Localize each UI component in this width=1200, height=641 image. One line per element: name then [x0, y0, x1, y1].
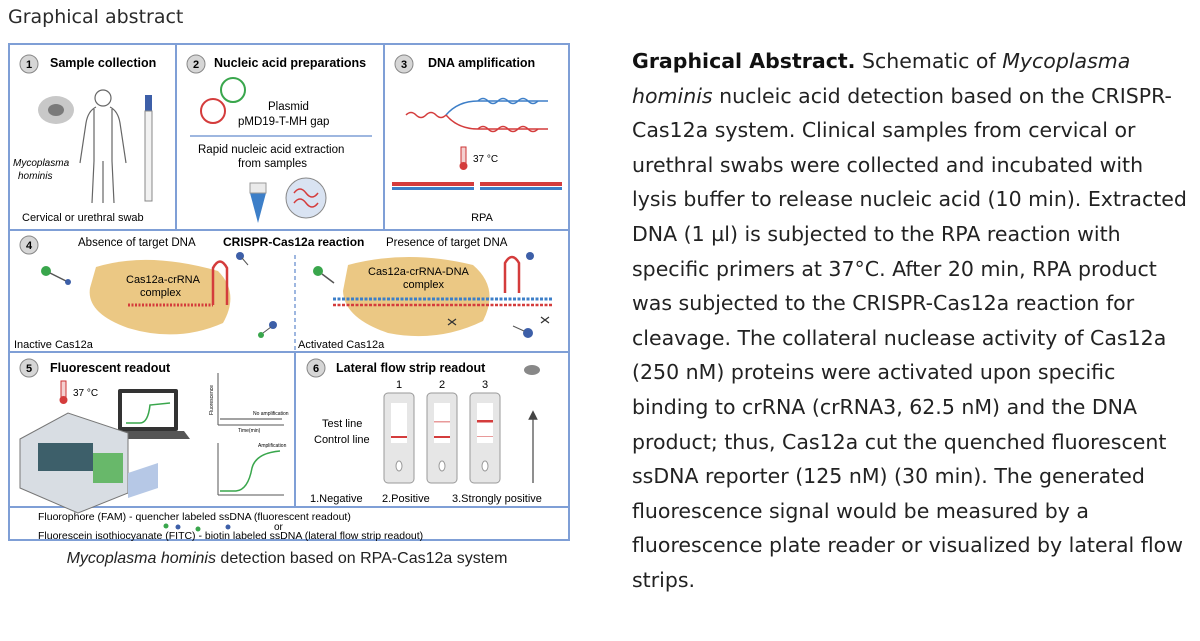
laptop-icon: [106, 389, 190, 439]
result-positive-label: 2.Positive: [382, 493, 430, 505]
strip-strongly-positive: [469, 392, 501, 484]
legend-line-2: Fluorescein isothiocyanate (FITC) - biot…: [38, 530, 423, 542]
panel-6-number: 6: [313, 363, 319, 375]
dna-extract-icon: [285, 177, 327, 219]
complex-a-line2: complex: [140, 287, 181, 299]
eppendorf-tube-icon: [250, 193, 266, 223]
human-body-icon: [79, 89, 127, 204]
panel-1-number: 1: [26, 59, 32, 71]
organism-line2: hominis: [18, 171, 52, 182]
control-line-label: Control line: [314, 434, 370, 446]
cas12a-activated-protein: [343, 257, 490, 337]
panel-2-title: Nucleic acid preparations: [214, 56, 366, 70]
panel-3-number: 3: [401, 59, 407, 71]
legend-or: or: [274, 522, 284, 533]
inactive-cas12a-label: Inactive Cas12a: [14, 339, 94, 351]
panel-dna-amplification: 3 DNA amplification 37 °C RPA: [392, 54, 562, 224]
caption-organism: Mycoplasma hominis: [632, 49, 1131, 108]
legend-line-1: Fluorophore (FAM) - quencher labeled ssD…: [38, 511, 351, 523]
result-negative-label: 1.Negative: [310, 493, 363, 505]
panel-1-title: Sample collection: [50, 56, 156, 70]
organism-line1: Mycoplasma: [13, 158, 70, 169]
fluorescence-plot-amplification: Amplification: [217, 443, 287, 496]
strip-2-number: 2: [439, 379, 445, 391]
caption-label: Graphical Abstract.: [632, 49, 856, 73]
thermometer-icon: [459, 146, 468, 170]
graphical-abstract-figure: 1 Sample collection Mycoplasma hominis C…: [8, 43, 570, 542]
presence-label: Presence of target DNA: [386, 237, 508, 249]
extraction-line2: from samples: [238, 158, 307, 170]
strip-3-number: 3: [482, 379, 488, 391]
complex-a-line1: Cas12a-crRNA: [126, 274, 201, 286]
caption-text-2: nucleic acid detection based on the CRIS…: [632, 83, 1187, 592]
eye-icon: [524, 365, 540, 375]
figure-caption-text: detection based on RPA-Cas12a system: [215, 550, 508, 567]
plate-reader-icon: [19, 412, 158, 514]
amplification-label: Amplification: [258, 443, 287, 449]
strip-1-number: 1: [396, 379, 402, 391]
panel-nucleic-acid-preparations: 2 Nucleic acid preparations Plasmid pMD1…: [186, 54, 372, 223]
reporter-probe-icon: [41, 252, 277, 338]
figure-caption-organism: Mycoplasma hominis: [66, 550, 216, 567]
absence-label: Absence of target DNA: [78, 237, 196, 249]
cleaved-reporter-icon: [313, 252, 550, 338]
amplification-temperature: 37 °C: [473, 154, 498, 165]
rpa-label: RPA: [471, 212, 493, 224]
swab-tube-icon: [144, 95, 153, 202]
swab-label: Cervical or urethral swab: [22, 212, 144, 224]
fluorescence-axis-label: Fluorescence: [209, 385, 215, 415]
rpa-products-icon: [392, 182, 562, 190]
extraction-line1: Rapid nucleic acid extraction: [198, 144, 344, 156]
panel-4-number: 4: [26, 240, 33, 252]
panel-sample-collection: 1 Sample collection Mycoplasma hominis C…: [13, 54, 156, 224]
section-heading: Graphical abstract: [8, 6, 184, 28]
fluorescence-plot-no-amplification: No amplification Time(min) Fluorescence: [209, 373, 289, 434]
complex-b-line1: Cas12a-crRNA-DNA: [368, 266, 470, 278]
panel-3-title: DNA amplification: [428, 56, 535, 70]
panel-5-number: 5: [26, 363, 32, 375]
abstract-caption: Graphical Abstract. Schematic of Mycopla…: [632, 44, 1194, 598]
panel-5-title: Fluorescent readout: [50, 361, 171, 375]
figure-caption: Mycoplasma hominis detection based on RP…: [12, 550, 562, 568]
strip-positive: [426, 392, 458, 484]
thermometer-icon: [59, 380, 68, 404]
readout-temperature: 37 °C: [73, 388, 98, 399]
caption-text-1: Schematic of: [855, 49, 1003, 73]
plasmid-line2: pMD19-T-MH gap: [238, 116, 329, 128]
plasmid-line1: Plasmid: [268, 101, 309, 113]
probe-legend: Fluorophore (FAM) - quencher labeled ssD…: [38, 511, 423, 542]
cas12a-inactive-protein: [89, 259, 231, 335]
test-line-label: Test line: [322, 418, 362, 430]
panel-4-title: CRISPR-Cas12a reaction: [223, 235, 364, 249]
panel-fluorescent-readout: 5 Fluorescent readout 37 °C No amplifica…: [19, 358, 289, 514]
plasmid-icon: [200, 77, 246, 124]
result-strongly-positive-label: 3.Strongly positive: [452, 493, 542, 505]
strip-negative: [383, 392, 415, 484]
dna-strand-icon: [405, 97, 548, 133]
activated-cas12a-label: Activated Cas12a: [298, 339, 385, 351]
panel-2-number: 2: [193, 59, 199, 71]
time-axis-label: Time(min): [238, 428, 261, 434]
scissors-icon: [447, 318, 457, 326]
panel-crispr-cas12a-reaction: 4 Absence of target DNA CRISPR-Cas12a re…: [14, 235, 553, 352]
panel-lateral-flow-strip-readout: 6 Lateral flow strip readout 1 2 3 Test …: [306, 358, 542, 505]
panel-6-title: Lateral flow strip readout: [336, 361, 486, 375]
complex-b-line2: complex: [403, 279, 444, 291]
no-amplification-label: No amplification: [253, 411, 289, 417]
